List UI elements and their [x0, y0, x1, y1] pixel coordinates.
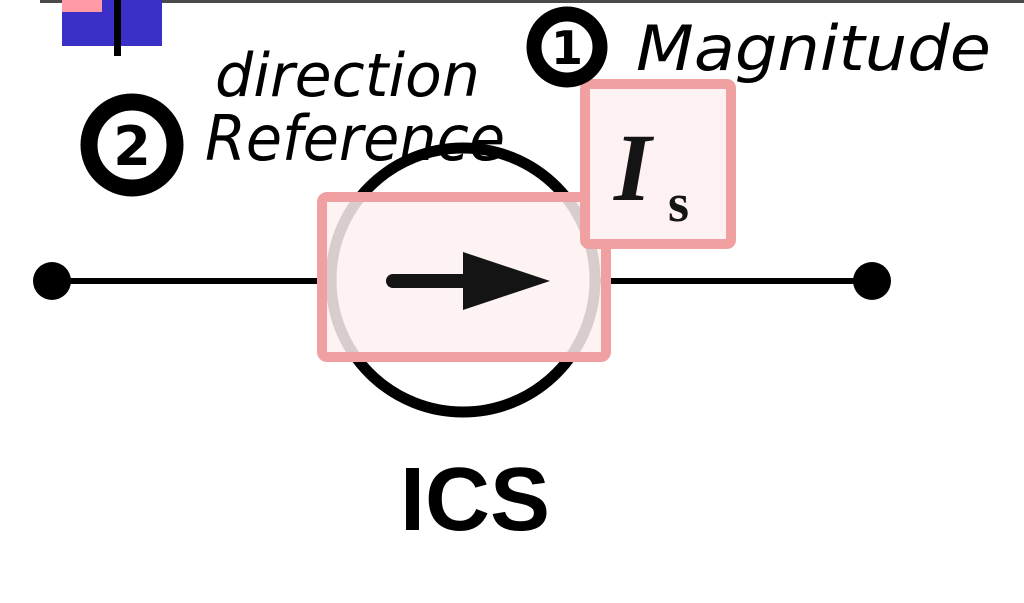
reference-annotation: Reference	[205, 102, 505, 175]
annotation-1-number: 1	[551, 21, 583, 75]
annotation-1-circle	[526, 6, 608, 88]
slide-top-rule	[40, 0, 1024, 3]
left-terminal	[33, 262, 71, 300]
magnitude-highlight	[580, 79, 736, 249]
annotation-2-number: 2	[113, 115, 151, 178]
annotation-2-circle	[80, 93, 184, 197]
logo-black-stem	[114, 0, 121, 56]
magnitude-annotation: Magnitude	[636, 12, 991, 85]
direction-annotation: direction	[215, 41, 480, 111]
logo-pink-block	[62, 0, 102, 12]
right-terminal	[853, 262, 891, 300]
slide-corner-logo	[62, 0, 162, 56]
direction-arrow-head	[463, 252, 550, 310]
magnitude-subscript: s	[668, 173, 689, 233]
source-name-label: ICS	[399, 450, 551, 550]
magnitude-letter: I	[613, 114, 655, 221]
